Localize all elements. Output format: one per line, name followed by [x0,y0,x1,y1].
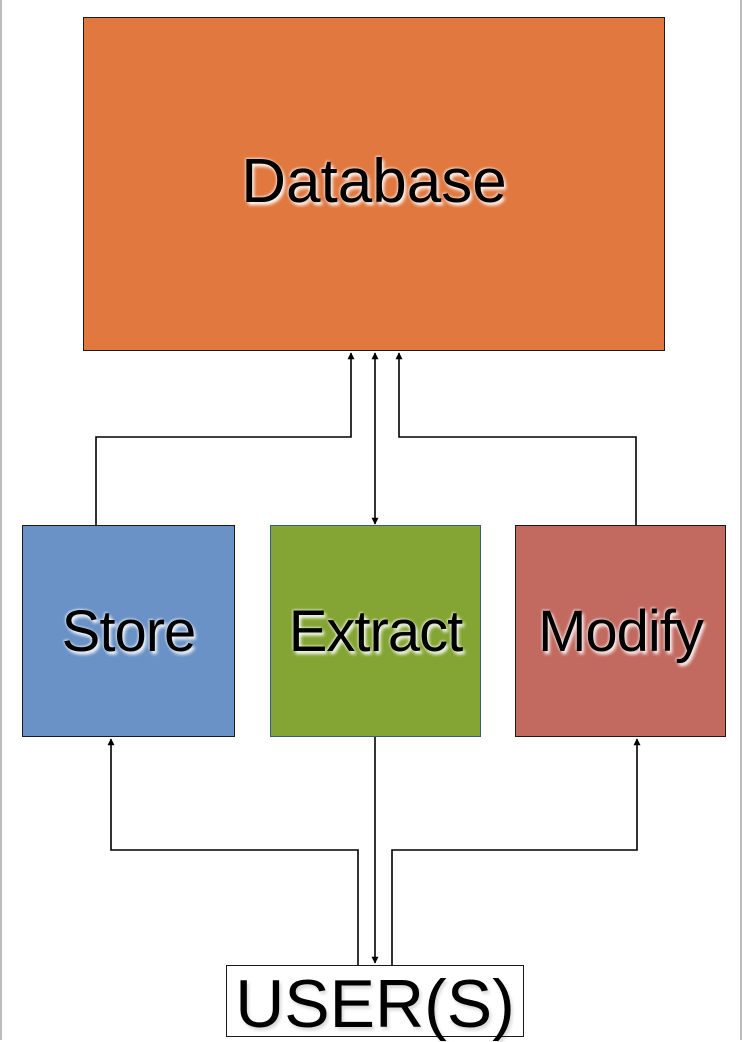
users-node: USER(S) [226,965,524,1042]
store-node: Store [22,525,235,737]
users-to-modify-connector [391,738,641,965]
modify-to-database-connector [395,352,637,525]
store-label: Store [61,598,197,664]
modify-node: Modify [515,525,726,737]
database-label: Database [241,146,507,216]
users-to-store-connector [107,738,359,965]
users-label: USER(S) [235,966,515,1042]
extract-node: Extract [270,525,481,737]
database-node: Database [83,17,665,351]
extract-label: Extract [288,598,463,664]
store-to-database-connector [95,352,355,525]
modify-label: Modify [538,598,704,664]
